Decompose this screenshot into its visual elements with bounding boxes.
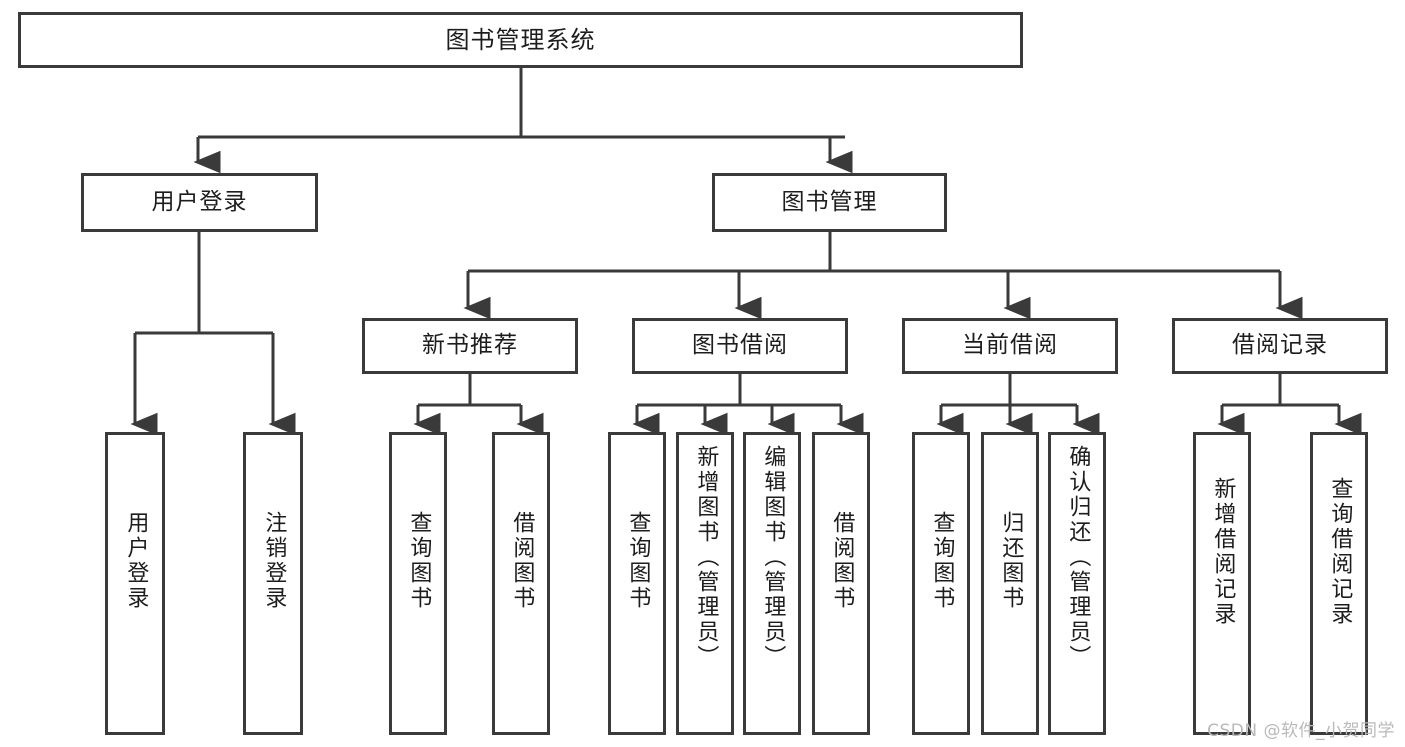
node-book-borrow[interactable]: 图书借阅	[632, 318, 848, 374]
node-root-system-label: 图书管理系统	[445, 25, 596, 54]
node-current-borrow[interactable]: 当前借阅	[902, 318, 1118, 374]
node-leaf-label: 查询借阅记录	[1327, 477, 1353, 627]
node-leaf-label: 注销登录	[261, 511, 287, 611]
node-leaf-label: 借阅图书	[509, 511, 535, 611]
node-new-book-recommend[interactable]: 新书推荐	[362, 318, 578, 374]
node-user-login-label: 用户登录	[151, 188, 248, 215]
node-leaf-label: 编辑图书（管理员）	[760, 445, 786, 670]
node-book-management-label: 图书管理	[781, 188, 878, 215]
node-borrow-record-label: 借阅记录	[1232, 332, 1328, 359]
node-leaf-label: 查询图书	[406, 511, 432, 611]
node-leaf-label: 新增借阅记录	[1210, 477, 1236, 627]
node-leaf-label: 新增图书（管理员）	[693, 445, 719, 670]
node-leaf-label: 归还图书	[998, 511, 1024, 611]
node-leaf-label: 查询图书	[929, 511, 955, 611]
node-leaf-label: 借阅图书	[829, 511, 855, 611]
node-root-system[interactable]: 图书管理系统	[18, 12, 1023, 68]
node-leaf-new-book-query[interactable]: 查询图书	[389, 432, 447, 735]
node-current-borrow-label: 当前借阅	[962, 332, 1058, 359]
node-leaf-borrow-borrow-book[interactable]: 借阅图书	[812, 432, 870, 735]
node-leaf-current-return[interactable]: 归还图书	[981, 432, 1039, 735]
node-leaf-user-login-logout[interactable]: 注销登录	[243, 432, 303, 735]
node-leaf-label: 查询图书	[625, 511, 651, 611]
node-user-login[interactable]: 用户登录	[81, 173, 318, 232]
node-leaf-current-confirm-return[interactable]: 确认归还（管理员）	[1048, 432, 1106, 735]
node-leaf-current-query[interactable]: 查询图书	[912, 432, 970, 735]
node-borrow-record[interactable]: 借阅记录	[1172, 318, 1388, 374]
node-leaf-label: 用户登录	[123, 511, 149, 611]
node-leaf-label: 确认归还（管理员）	[1065, 445, 1091, 670]
node-new-book-recommend-label: 新书推荐	[422, 332, 518, 359]
node-leaf-borrow-add-book[interactable]: 新增图书（管理员）	[676, 432, 734, 735]
node-leaf-borrow-query[interactable]: 查询图书	[608, 432, 666, 735]
node-book-management[interactable]: 图书管理	[712, 173, 947, 232]
node-leaf-record-query[interactable]: 查询借阅记录	[1310, 432, 1368, 735]
node-leaf-borrow-edit-book[interactable]: 编辑图书（管理员）	[743, 432, 801, 735]
node-leaf-user-login-login[interactable]: 用户登录	[105, 432, 165, 735]
node-leaf-record-add[interactable]: 新增借阅记录	[1193, 432, 1251, 735]
node-leaf-new-book-borrow[interactable]: 借阅图书	[492, 432, 550, 735]
node-book-borrow-label: 图书借阅	[692, 332, 788, 359]
